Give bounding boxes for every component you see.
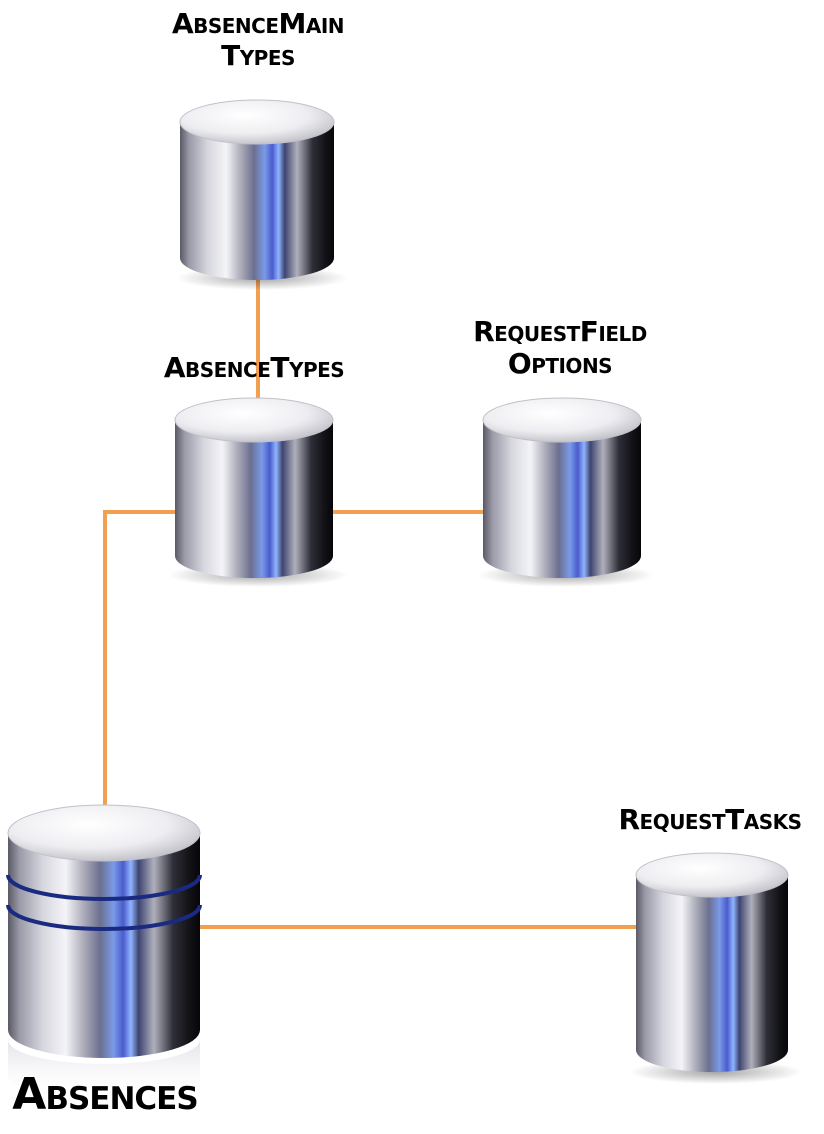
requestfieldoptions-cylinder xyxy=(478,397,654,587)
requesttasks-label-line1: RequestTasks xyxy=(618,803,802,836)
absencetypes-label: AbsenceTypes xyxy=(134,351,374,384)
requesttasks-cylinder xyxy=(630,852,802,1084)
absencemaintypes-cylinder xyxy=(176,99,348,290)
absences-label-line1: Absences xyxy=(12,1069,198,1120)
absencemaintypes-label-line2: Types xyxy=(221,39,295,73)
absencemaintypes-label-line1: AbsenceMain xyxy=(171,7,345,40)
absences-cylinder xyxy=(6,804,202,1099)
requestfieldoptions-label: RequestField Options xyxy=(448,315,672,381)
connector-absencetypes-absences xyxy=(103,510,190,805)
absencetypes-cylinder xyxy=(168,397,348,587)
requestfieldoptions-label-line2: Options xyxy=(507,347,613,381)
requesttasks-label: RequestTasks xyxy=(596,803,824,836)
absencetypes-label-line1: AbsenceTypes xyxy=(163,351,345,384)
connectors xyxy=(103,270,645,929)
requestfieldoptions-label-line1: RequestField xyxy=(473,315,647,348)
absencemaintypes-label: AbsenceMain Types xyxy=(150,7,366,73)
absences-label: Absences xyxy=(0,1069,210,1121)
